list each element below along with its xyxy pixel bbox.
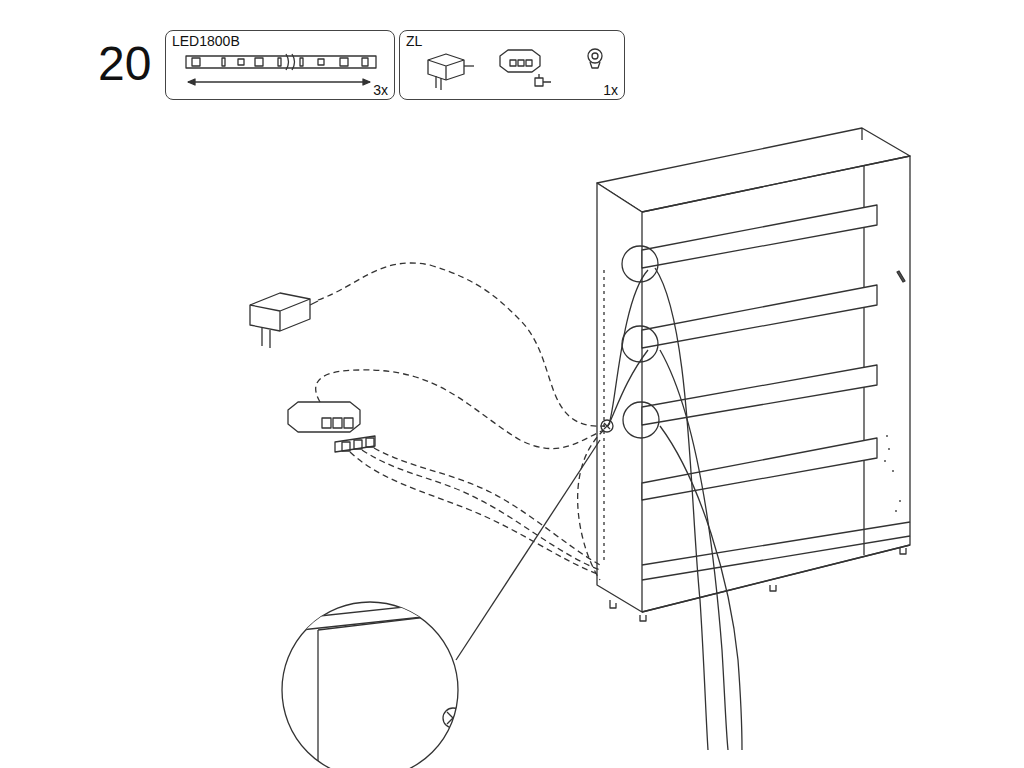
part-code: LED1800B	[172, 34, 240, 48]
distributor-box	[288, 402, 360, 432]
connector-plugs	[335, 436, 375, 452]
parts-box: ZL 1x	[399, 30, 625, 100]
distributor-icon	[500, 50, 551, 86]
parts-box: LED1800B 3x	[165, 30, 395, 100]
cabinet	[597, 128, 910, 621]
led-strip-icon	[186, 54, 376, 85]
power-adapter-icon	[428, 54, 474, 90]
power-adapter	[250, 293, 318, 348]
part-code: ZL	[406, 34, 422, 48]
step-number: 20	[98, 40, 151, 88]
quantity: 1x	[603, 83, 618, 97]
button-icon	[588, 49, 602, 68]
detail-zoom	[282, 440, 600, 768]
quantity: 3x	[373, 83, 388, 97]
